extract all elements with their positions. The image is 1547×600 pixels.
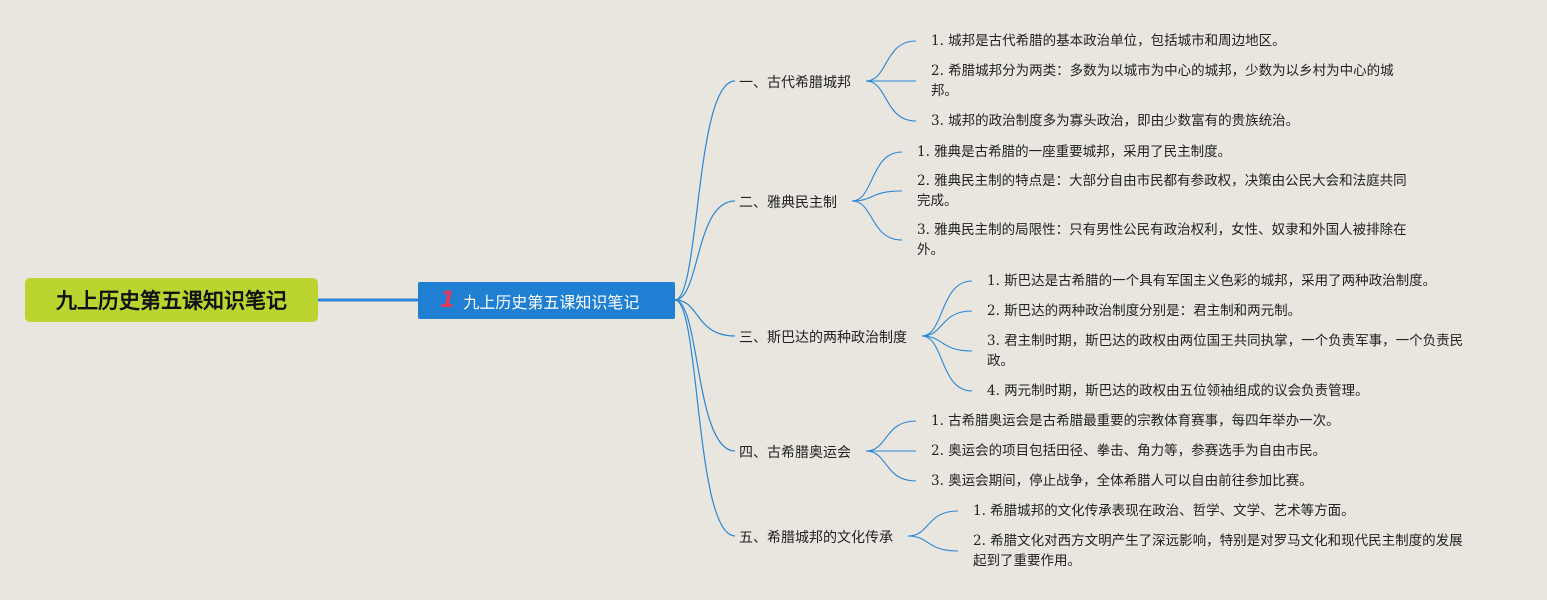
leaf-text: 1. 希腊城邦的文化传承表现在政治、哲学、文学、艺术等方面。: [973, 503, 1355, 519]
main-to-topic-connector: [674, 299, 736, 337]
leaf-text: 2. 希腊文化对西方文明产生了深远影响，特别是对罗马文化和现代民主制度的发展起到…: [973, 533, 1463, 569]
leaf-text: 1. 城邦是古代希腊的基本政治单位，包括城市和周边地区。: [931, 33, 1286, 49]
topic-label: 三、斯巴达的两种政治制度: [739, 330, 907, 346]
topic-to-leaf-connector: [907, 510, 959, 537]
topic-label: 一、古代希腊城邦: [739, 75, 851, 91]
leaf-text: 3. 奥运会期间，停止战争，全体希腊人可以自由前往参加比赛。: [931, 473, 1313, 489]
main-topic-number: 1: [440, 288, 456, 313]
topic-to-leaf-connector: [921, 335, 973, 392]
leaf-node[interactable]: 2. 雅典民主制的特点是：大部分自由市民都有参政权，决策由公民大会和法庭共同完成…: [917, 171, 1417, 211]
leaf-node[interactable]: 3. 君主制时期，斯巴达的政权由两位国王共同执掌，一个负责军事，一个负责民政。: [987, 331, 1487, 371]
leaf-text: 2. 雅典民主制的特点是：大部分自由市民都有参政权，决策由公民大会和法庭共同完成…: [917, 173, 1407, 209]
topic-node[interactable]: 二、雅典民主制: [739, 192, 837, 212]
leaf-text: 2. 奥运会的项目包括田径、拳击、角力等，参赛选手为自由市民。: [931, 443, 1327, 459]
root-node[interactable]: 九上历史第五课知识笔记: [25, 278, 318, 322]
topic-label: 二、雅典民主制: [739, 195, 837, 211]
leaf-node[interactable]: 1. 斯巴达是古希腊的一个具有军国主义色彩的城邦，采用了两种政治制度。: [987, 271, 1436, 291]
topic-node[interactable]: 一、古代希腊城邦: [739, 72, 851, 92]
leaf-node[interactable]: 2. 斯巴达的两种政治制度分别是：君主制和两元制。: [987, 301, 1301, 321]
topic-label: 五、希腊城邦的文化传承: [739, 530, 893, 546]
leaf-node[interactable]: 2. 希腊文化对西方文明产生了深远影响，特别是对罗马文化和现代民主制度的发展起到…: [973, 531, 1473, 571]
leaf-node[interactable]: 1. 希腊城邦的文化传承表现在政治、哲学、文学、艺术等方面。: [973, 501, 1355, 521]
main-to-topic-connector: [674, 200, 736, 301]
topic-to-leaf-connector: [907, 535, 959, 552]
topic-label: 四、古希腊奥运会: [739, 445, 851, 461]
topic-to-leaf-connector: [865, 450, 917, 482]
leaf-node[interactable]: 1. 城邦是古代希腊的基本政治单位，包括城市和周边地区。: [931, 31, 1286, 51]
topic-to-leaf-connector: [865, 40, 917, 82]
topic-to-leaf-connector: [865, 80, 917, 122]
leaf-node[interactable]: 1. 古希腊奥运会是古希腊最重要的宗教体育赛事，每四年举办一次。: [931, 411, 1340, 431]
topic-node[interactable]: 四、古希腊奥运会: [739, 442, 851, 462]
leaf-text: 1. 古希腊奥运会是古希腊最重要的宗教体育赛事，每四年举办一次。: [931, 413, 1340, 429]
topic-to-leaf-connector: [851, 190, 903, 202]
leaf-text: 1. 雅典是古希腊的一座重要城邦，采用了民主制度。: [917, 144, 1232, 160]
leaf-node[interactable]: 4. 两元制时期，斯巴达的政权由五位领袖组成的议会负责管理。: [987, 381, 1369, 401]
leaf-text: 1. 斯巴达是古希腊的一个具有军国主义色彩的城邦，采用了两种政治制度。: [987, 273, 1437, 289]
main-to-topic-connector: [674, 299, 736, 452]
leaf-text: 2. 希腊城邦分为两类：多数为以城市为中心的城邦，少数为以乡村为中心的城邦。: [931, 63, 1394, 99]
root-node-label: 九上历史第五课知识笔记: [56, 289, 287, 313]
leaf-node[interactable]: 3. 城邦的政治制度多为寡头政治，即由少数富有的贵族统治。: [931, 111, 1299, 131]
leaf-node[interactable]: 2. 希腊城邦分为两类：多数为以城市为中心的城邦，少数为以乡村为中心的城邦。: [931, 61, 1416, 101]
leaf-text: 3. 雅典民主制的局限性：只有男性公民有政治权利，女性、奴隶和外国人被排除在外。: [917, 222, 1407, 258]
leaf-node[interactable]: 2. 奥运会的项目包括田径、拳击、角力等，参赛选手为自由市民。: [931, 441, 1326, 461]
main-topic-node[interactable]: 1 九上历史第五课知识笔记: [418, 282, 675, 319]
leaf-node[interactable]: 1. 雅典是古希腊的一座重要城邦，采用了民主制度。: [917, 142, 1231, 162]
leaf-text: 3. 君主制时期，斯巴达的政权由两位国王共同执掌，一个负责军事，一个负责民政。: [987, 333, 1464, 369]
main-to-topic-connector: [674, 80, 736, 301]
main-topic-label: 九上历史第五课知识笔记: [463, 292, 640, 312]
leaf-text: 2. 斯巴达的两种政治制度分别是：君主制和两元制。: [987, 303, 1302, 319]
leaf-node[interactable]: 3. 雅典民主制的局限性：只有男性公民有政治权利，女性、奴隶和外国人被排除在外。: [917, 220, 1417, 260]
topic-to-leaf-connector: [851, 200, 903, 241]
topic-to-leaf-connector: [921, 280, 973, 337]
topic-to-leaf-connector: [921, 335, 973, 352]
topic-node[interactable]: 五、希腊城邦的文化传承: [739, 527, 893, 547]
topic-node[interactable]: 三、斯巴达的两种政治制度: [739, 327, 907, 347]
topic-to-leaf-connector: [921, 310, 973, 337]
leaf-node[interactable]: 3. 奥运会期间，停止战争，全体希腊人可以自由前往参加比赛。: [931, 471, 1313, 491]
leaf-text: 3. 城邦的政治制度多为寡头政治，即由少数富有的贵族统治。: [931, 113, 1300, 129]
leaf-text: 4. 两元制时期，斯巴达的政权由五位领袖组成的议会负责管理。: [987, 383, 1369, 399]
topic-to-leaf-connector: [851, 151, 903, 202]
main-to-topic-connector: [674, 299, 736, 537]
topic-to-leaf-connector: [865, 420, 917, 452]
